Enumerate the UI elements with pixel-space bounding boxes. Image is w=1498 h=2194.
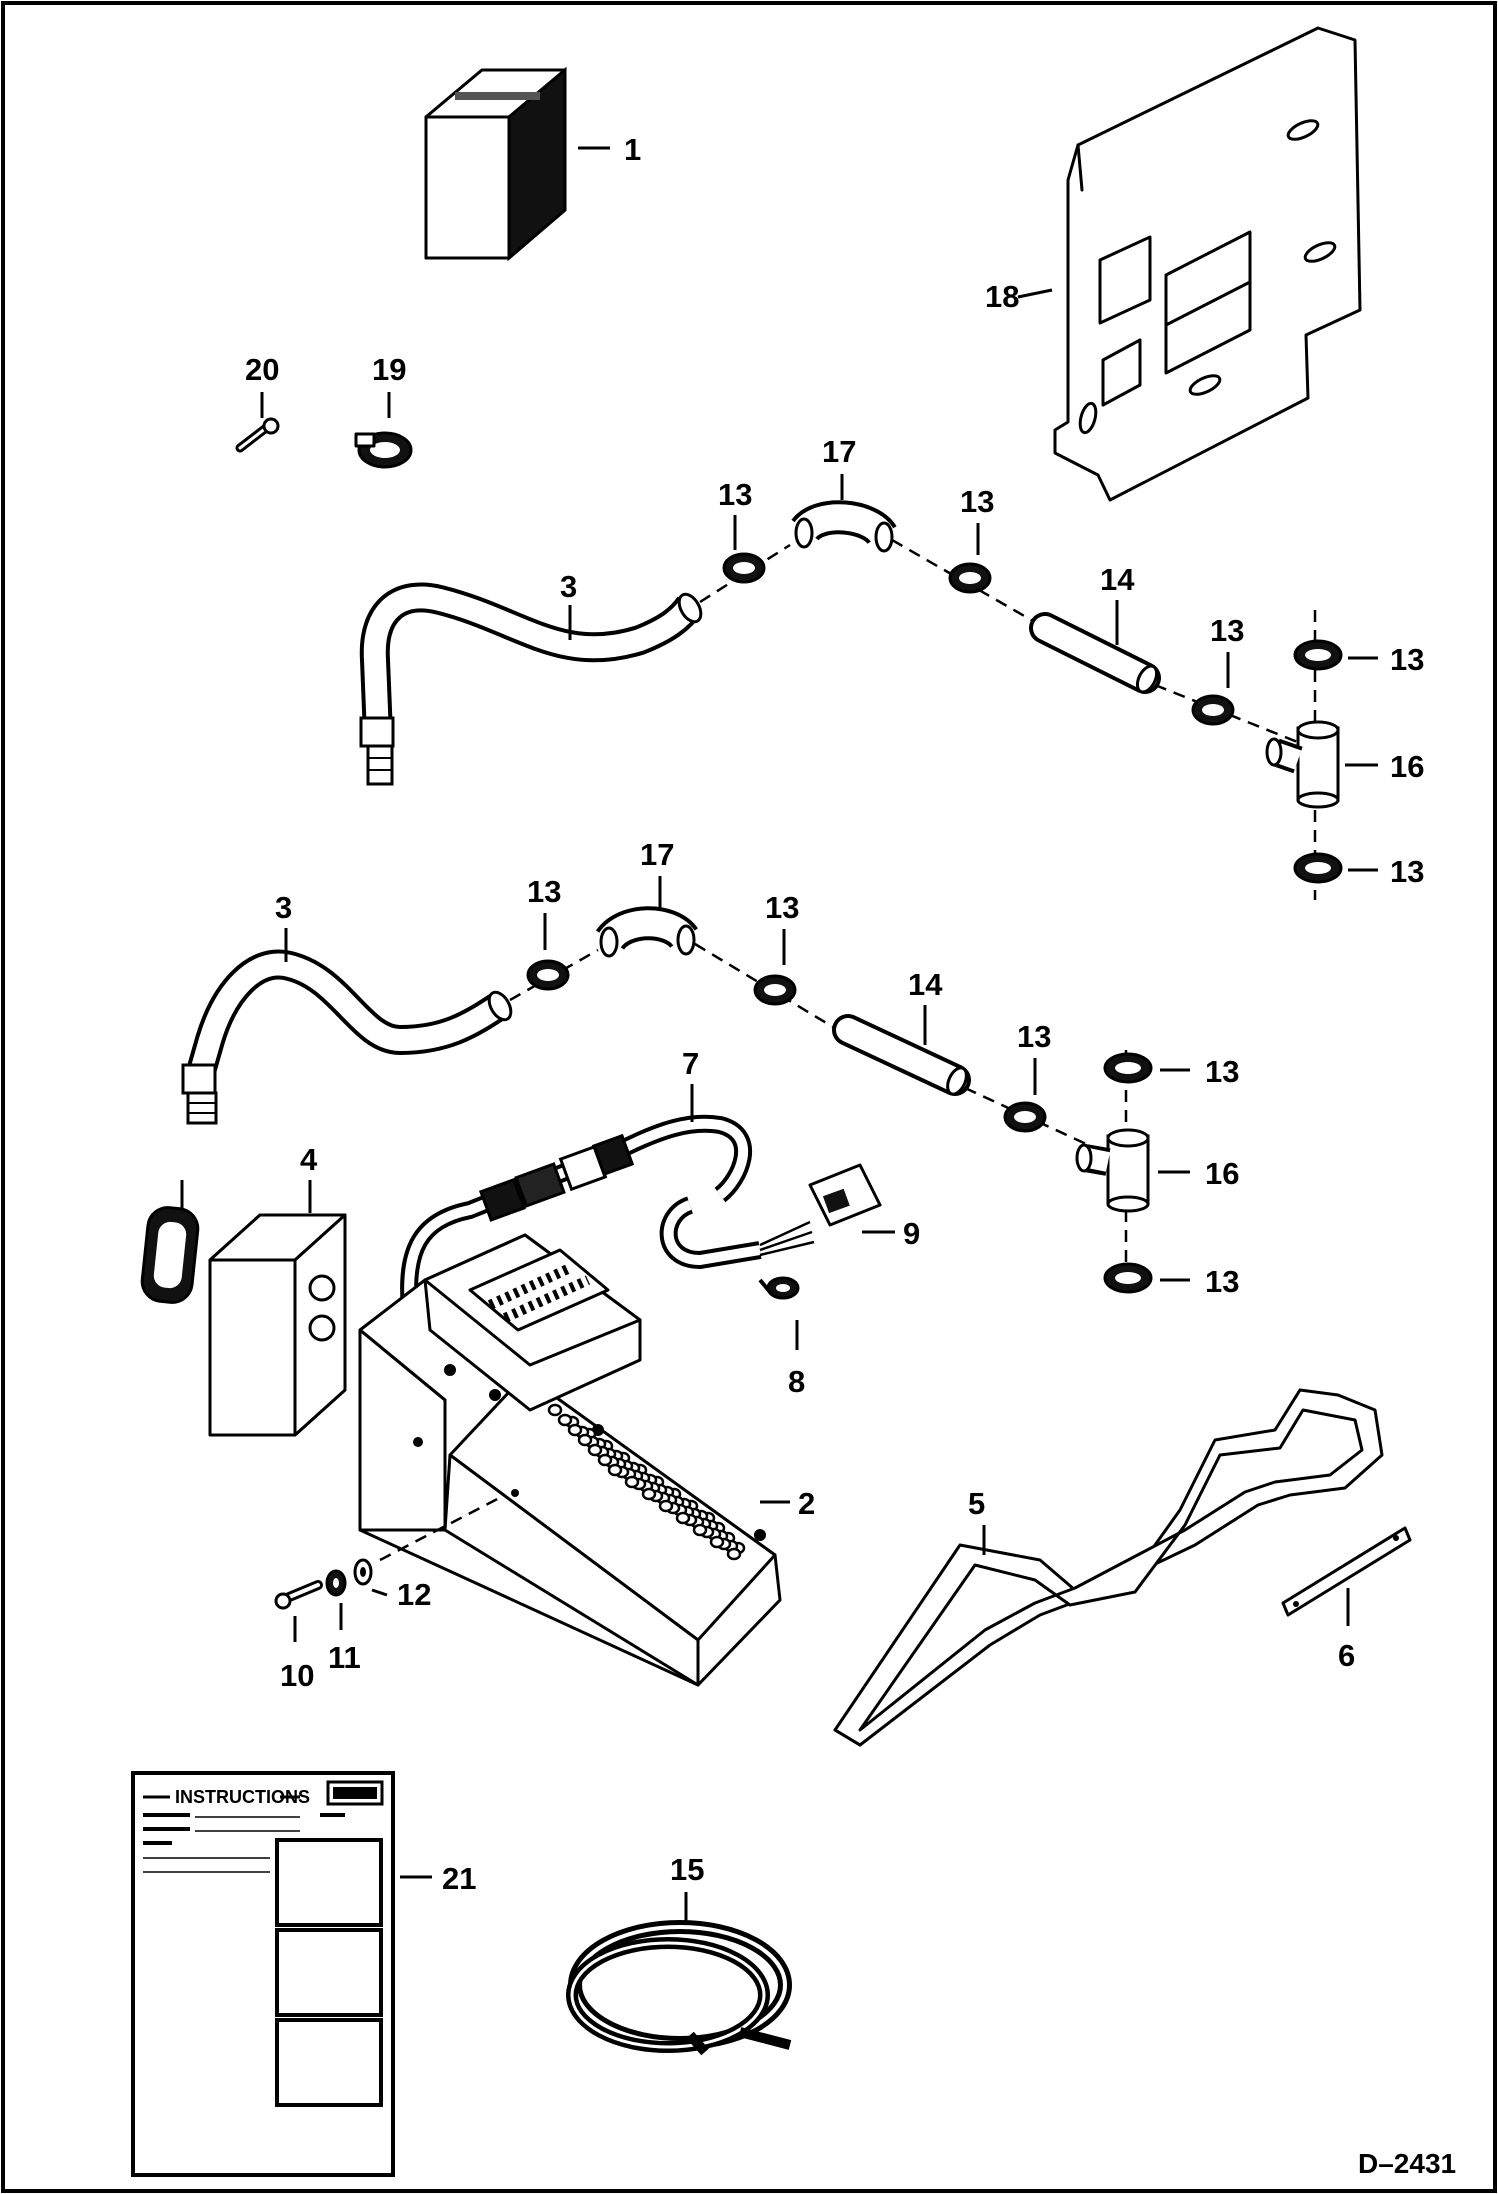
part-2-console — [358, 1233, 782, 1687]
vent-hole — [675, 1511, 691, 1525]
part-21-instruction-sheet: INSTRUCTIONS — [131, 1771, 395, 2177]
callout-16-upper: 16 — [1390, 749, 1424, 784]
callout-8: 8 — [788, 1364, 805, 1399]
part-3-hose-upper — [359, 582, 703, 786]
callout-17-upper: 17 — [822, 434, 856, 469]
callout-2: 2 — [798, 1486, 815, 1521]
callout-21: 21 — [442, 1861, 476, 1896]
part-9-connector — [808, 1163, 882, 1227]
callout-5: 5 — [968, 1486, 985, 1521]
leader-12 — [371, 1588, 388, 1597]
callout-14-lower: 14 — [908, 967, 943, 1002]
part-18-panel — [1053, 26, 1362, 502]
callout-13-l3: 13 — [1017, 1019, 1051, 1054]
part-17-elbow-lower — [595, 906, 698, 958]
callout-13-u1: 13 — [718, 477, 752, 512]
leader-18 — [1017, 288, 1053, 299]
part-20-screw — [235, 417, 280, 453]
callout-3-upper: 3 — [560, 569, 577, 604]
vent-hole — [567, 1423, 583, 1437]
part-4-gasket — [140, 1206, 200, 1304]
vent-hole — [597, 1453, 613, 1467]
callout-13-u3: 13 — [1210, 613, 1244, 648]
dash-line-fastener — [379, 1493, 506, 1562]
console-vent-grid — [547, 1403, 746, 1561]
part-12-washer — [353, 1558, 373, 1586]
part-13-clamp-u3 — [1191, 694, 1235, 726]
part-10-screw — [274, 1580, 323, 1610]
part-1-box — [424, 66, 567, 262]
part-13-clamp-u2 — [948, 562, 992, 594]
part-5-duct — [833, 1388, 1384, 1747]
part-19-clamp — [354, 431, 413, 469]
vent-hole — [658, 1499, 674, 1513]
callout-13-l2: 13 — [765, 890, 799, 925]
vent-hole — [607, 1463, 623, 1477]
callout-13-l1: 13 — [527, 874, 561, 909]
vent-hole — [692, 1523, 708, 1537]
callout-7: 7 — [682, 1046, 699, 1081]
part-13-clamp-l3 — [1003, 1101, 1047, 1133]
part-3-hose-lower — [181, 949, 513, 1125]
part-13-clamp-u4 — [1293, 639, 1343, 671]
part-13-clamp-l4 — [1103, 1052, 1153, 1084]
callout-10: 10 — [280, 1658, 314, 1693]
callout-6: 6 — [1338, 1638, 1355, 1673]
part-8-clip — [758, 1276, 800, 1300]
callout-13-u5: 13 — [1390, 854, 1424, 889]
instruction-sheet-heading: INSTRUCTIONS — [175, 1787, 310, 1807]
dash-line-upper-1 — [699, 543, 791, 604]
part-6-strap — [1281, 1526, 1412, 1617]
callout-12: 12 — [397, 1577, 431, 1612]
vent-hole — [587, 1443, 603, 1457]
callout-13-l4: 13 — [1205, 1054, 1239, 1089]
callout-9: 9 — [903, 1216, 920, 1251]
part-7-harness — [400, 1114, 815, 1309]
part-13-clamp-l1 — [526, 959, 570, 991]
callout-4: 4 — [300, 1142, 318, 1177]
callout-3-lower: 3 — [275, 890, 292, 925]
callout-13-l5: 13 — [1205, 1264, 1239, 1299]
part-13-clamp-l2 — [753, 974, 797, 1006]
vent-hole — [709, 1535, 725, 1549]
part-11-washer — [325, 1569, 347, 1597]
part-13-clamp-l5 — [1103, 1262, 1153, 1294]
part-13-clamp-u1 — [722, 552, 766, 584]
callout-1: 1 — [624, 132, 641, 167]
callout-17-lower: 17 — [640, 837, 674, 872]
vent-hole — [641, 1487, 657, 1501]
callout-16-lower: 16 — [1205, 1156, 1239, 1191]
part-14-tube-upper — [1029, 612, 1161, 694]
vent-hole — [547, 1403, 563, 1417]
vent-hole — [624, 1475, 640, 1489]
part-16-tee-lower — [1075, 1128, 1150, 1213]
part-14-tube-lower — [832, 1014, 971, 1096]
part-13-clamp-u5 — [1293, 852, 1343, 884]
vent-hole — [726, 1547, 742, 1561]
part-4-box — [208, 1213, 347, 1437]
part-15-coiled-hose — [566, 1920, 792, 2056]
part-17-elbow-upper — [791, 500, 897, 553]
callout-13-u2: 13 — [960, 484, 994, 519]
callout-14-upper: 14 — [1100, 562, 1135, 597]
callout-20: 20 — [245, 352, 279, 387]
callout-13-u4: 13 — [1390, 642, 1424, 677]
dash-line-lower-3 — [964, 1086, 1111, 1157]
vent-hole — [557, 1413, 573, 1427]
vent-hole — [577, 1433, 593, 1447]
callout-11: 11 — [328, 1640, 361, 1675]
callout-19: 19 — [372, 352, 406, 387]
callout-15: 15 — [670, 1852, 704, 1887]
drawing-id: D–2431 — [1358, 2148, 1456, 2179]
part-16-tee-upper — [1265, 720, 1340, 809]
callout-18: 18 — [985, 279, 1019, 314]
